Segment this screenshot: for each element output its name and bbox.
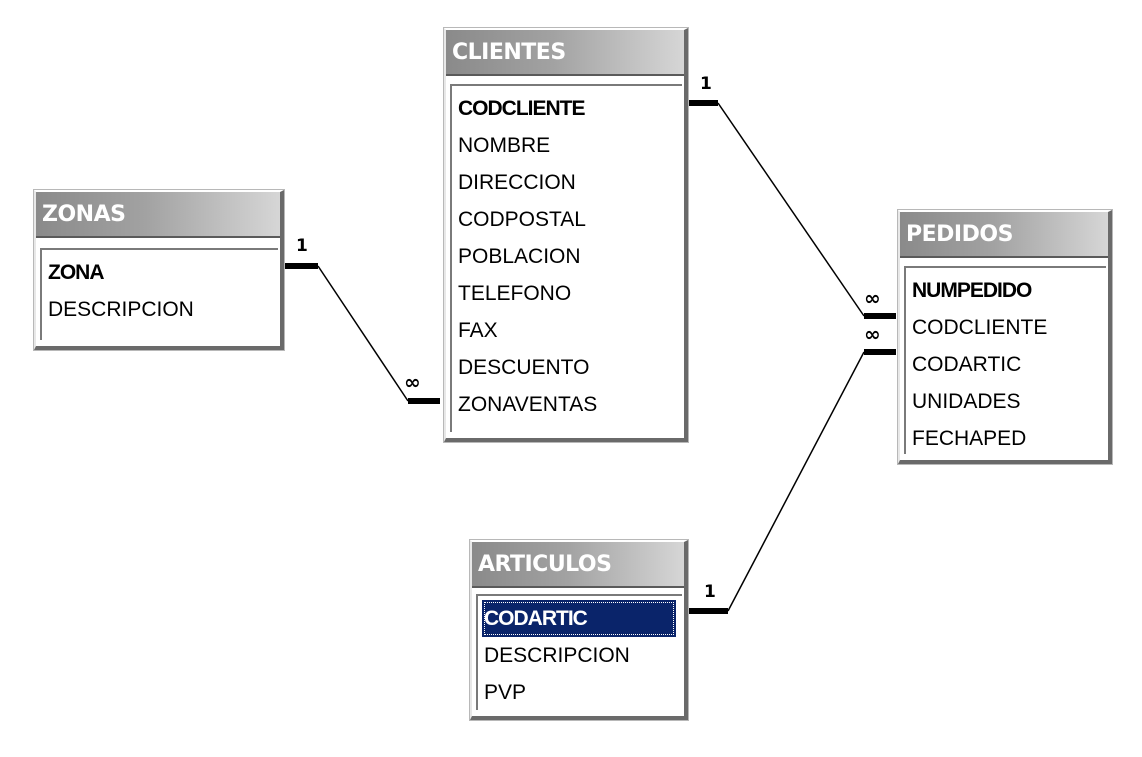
cardinality-one-clientes: 1 <box>700 74 712 94</box>
field-zonas-zona[interactable]: ZONA <box>48 261 105 284</box>
field-articulos-pvp[interactable]: PVP <box>484 681 527 704</box>
field-clientes-zonaventas[interactable]: ZONAVENTAS <box>458 393 598 416</box>
field-clientes-codpostal[interactable]: CODPOSTAL <box>458 208 586 231</box>
table-pedidos[interactable]: PEDIDOS NUMPEDIDO CODCLIENTE CODARTIC UN… <box>898 210 1112 464</box>
field-clientes-descuento[interactable]: DESCUENTO <box>458 356 590 379</box>
field-pedidos-fechaped[interactable]: FECHAPED <box>912 427 1027 450</box>
relationship-zonas-clientes[interactable] <box>283 263 440 404</box>
table-zonas-title[interactable]: ZONAS <box>36 192 280 238</box>
field-zonas-descripcion[interactable]: DESCRIPCION <box>48 298 194 321</box>
table-articulos-title[interactable]: ARTICULOS <box>472 542 684 588</box>
field-clientes-poblacion[interactable]: POBLACION <box>458 245 581 268</box>
field-articulos-codartic[interactable]: CODARTIC <box>482 600 676 637</box>
field-pedidos-unidades[interactable]: UNIDADES <box>912 390 1021 413</box>
field-pedidos-codartic[interactable]: CODARTIC <box>912 353 1022 376</box>
table-articulos-fields: CODARTIC DESCRIPCION PVP <box>476 594 682 710</box>
table-pedidos-title[interactable]: PEDIDOS <box>900 212 1108 258</box>
table-pedidos-fields: NUMPEDIDO CODCLIENTE CODARTIC UNIDADES F… <box>904 266 1106 454</box>
table-clientes[interactable]: CLIENTES CODCLIENTE NOMBRE DIRECCION COD… <box>444 28 688 442</box>
table-zonas[interactable]: ZONAS ZONA DESCRIPCION <box>34 190 284 350</box>
table-zonas-fields: ZONA DESCRIPCION <box>40 248 278 340</box>
cardinality-one-zonas: 1 <box>296 236 308 256</box>
relationship-articulos-pedidos[interactable] <box>686 349 896 614</box>
field-clientes-fax[interactable]: FAX <box>458 319 498 342</box>
table-clientes-title[interactable]: CLIENTES <box>446 30 684 76</box>
field-clientes-nombre[interactable]: NOMBRE <box>458 134 551 157</box>
field-clientes-direccion[interactable]: DIRECCION <box>458 171 576 194</box>
relationship-clientes-pedidos[interactable] <box>686 100 896 319</box>
field-pedidos-codcliente[interactable]: CODCLIENTE <box>912 316 1048 339</box>
field-clientes-telefono[interactable]: TELEFONO <box>458 282 572 305</box>
field-pedidos-numpedido[interactable]: NUMPEDIDO <box>912 279 1032 302</box>
cardinality-many-clientes: ∞ <box>404 370 421 394</box>
table-articulos[interactable]: ARTICULOS CODARTIC DESCRIPCION PVP <box>470 540 688 720</box>
field-clientes-codcliente[interactable]: CODCLIENTE <box>458 97 586 120</box>
table-clientes-fields: CODCLIENTE NOMBRE DIRECCION CODPOSTAL PO… <box>450 84 682 432</box>
cardinality-many-pedidos-artic: ∞ <box>864 322 881 346</box>
cardinality-one-articulos: 1 <box>704 582 716 602</box>
field-articulos-descripcion[interactable]: DESCRIPCION <box>484 644 630 667</box>
cardinality-many-pedidos-cliente: ∞ <box>864 286 881 310</box>
